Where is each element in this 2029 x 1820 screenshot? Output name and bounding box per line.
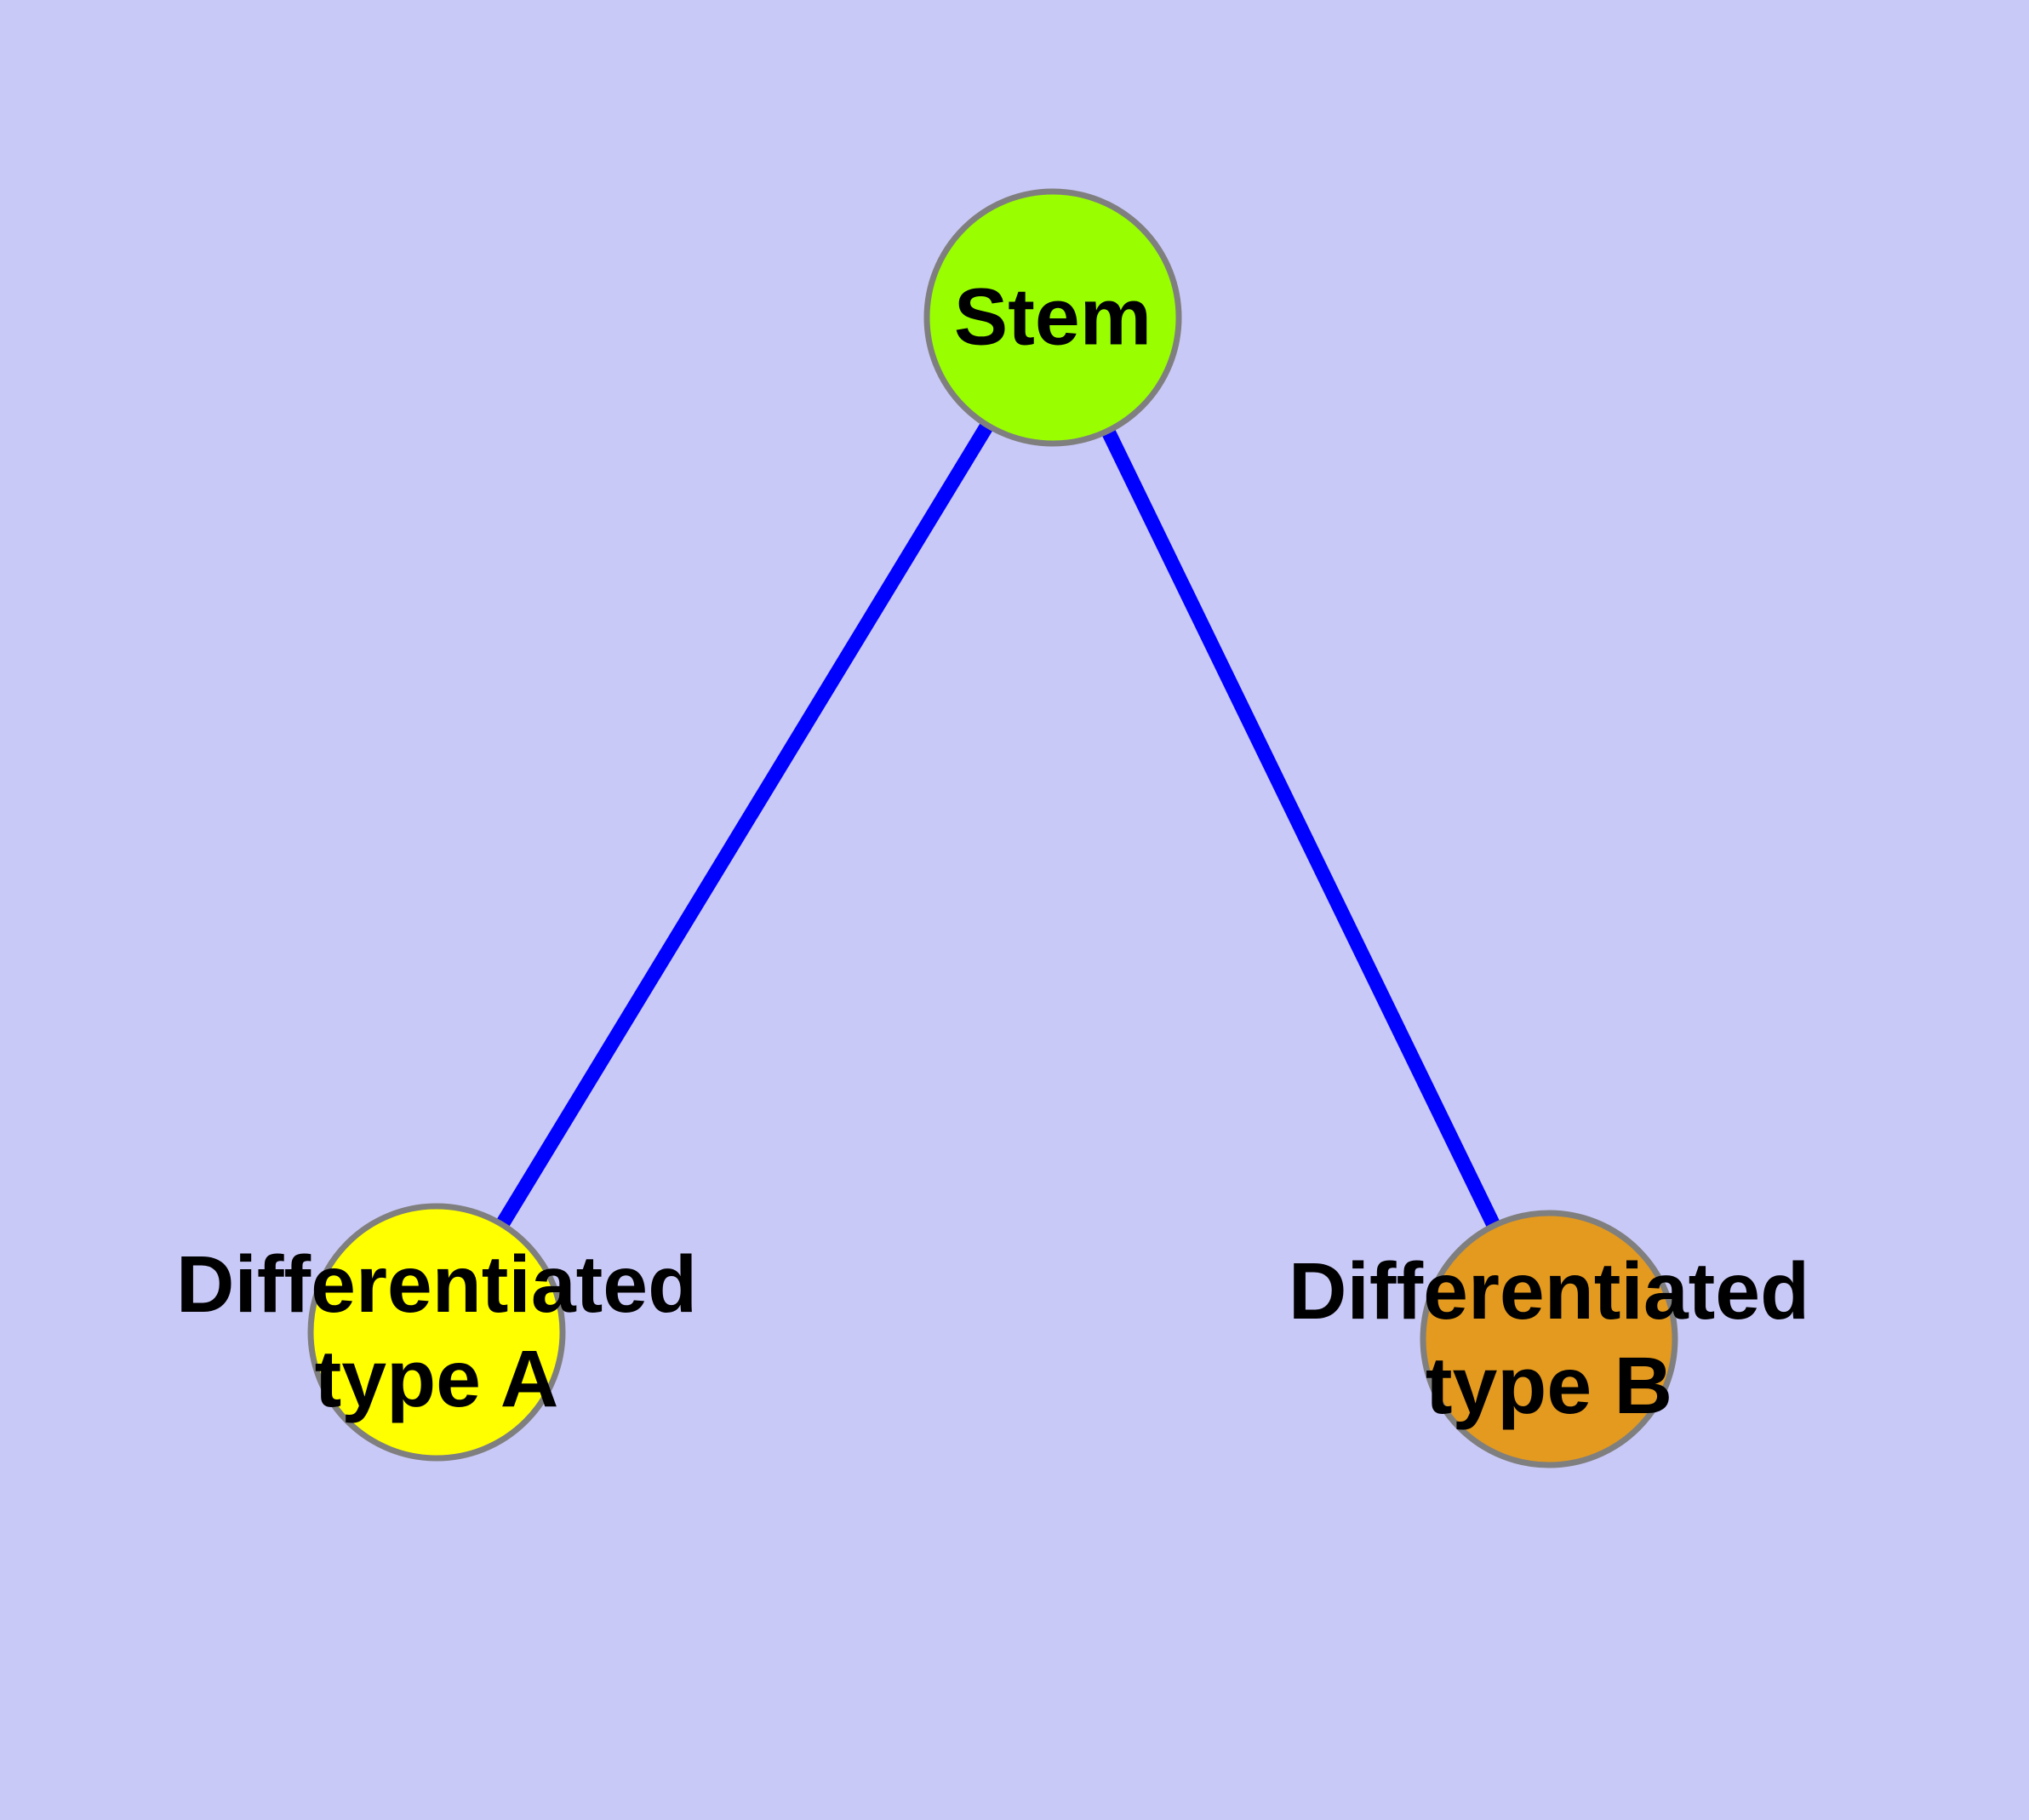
node-differentiated-type-b-label: Differentiated type B — [1288, 1246, 1810, 1431]
node-differentiated-type-a-label: Differentiated type A — [175, 1239, 698, 1424]
edge-stem-to-differentiated-type-b — [1046, 314, 1556, 1342]
edge-stem-to-differentiated-type-a — [430, 313, 1060, 1336]
node-differentiated-type-a-circle — [307, 1203, 566, 1462]
node-stem-circle — [923, 188, 1182, 447]
node-stem-label: Stem — [953, 272, 1152, 363]
node-differentiated-type-b-circle — [1420, 1210, 1678, 1468]
